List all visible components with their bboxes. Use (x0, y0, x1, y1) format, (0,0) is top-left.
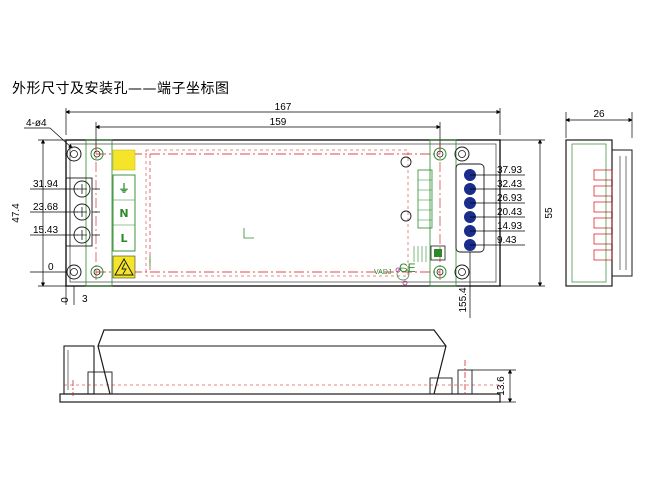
right-coord-4: 20.43 (497, 207, 522, 218)
mounting-hole-br (433, 264, 470, 280)
elevation-view: 13.6 (59, 329, 516, 403)
right-coord-3: 26.93 (497, 193, 522, 204)
origin-y-label: 0 (48, 262, 54, 273)
drawing-title: 外形尺寸及安装孔——端子坐标图 (12, 81, 230, 97)
top-view: ⏚ N L (65, 139, 501, 287)
top-dimensions: 167 159 4-ø4 (24, 102, 501, 150)
height-label: 55 (544, 207, 555, 219)
offset-3-label: 3 (82, 294, 88, 305)
input-terminal-block: ⏚ N L (112, 174, 136, 252)
left-dimensions: 47.4 31.94 23.68 15.43 0 0 3 (11, 139, 88, 305)
output-connector (417, 163, 485, 253)
right-coord-5: 14.93 (497, 221, 522, 232)
warning-label (112, 255, 136, 279)
side-height-label: 13.6 (496, 376, 507, 396)
ground-icon: ⏚ (119, 182, 130, 195)
x-offset-label: 155.4 (458, 287, 469, 312)
mounting-hole-bl (66, 264, 104, 280)
hole-size-label: 4-ø4 (26, 118, 47, 129)
left-height-label: 47.4 (11, 203, 22, 223)
hole-spacing-label: 159 (270, 117, 287, 128)
right-coord-1: 37.93 (497, 165, 522, 176)
origin-x-label: 0 (60, 297, 71, 303)
left-coord-3: 15.43 (33, 225, 58, 236)
board-hole-top (400, 156, 412, 168)
overall-length-label: 167 (275, 102, 292, 113)
right-coordinates: 37.93 32.43 26.93 20.43 14.93 9.43 55 15… (458, 139, 555, 318)
width-label: 26 (593, 109, 605, 120)
mounting-hole-tl-inner (90, 147, 104, 161)
ce-mark: CE (399, 261, 416, 275)
mounting-hole-tr (433, 146, 470, 162)
left-coord-2: 23.68 (33, 202, 58, 213)
left-coord-1: 31.94 (33, 179, 58, 190)
potentiometer (430, 245, 446, 261)
yellow-label (112, 149, 136, 171)
right-coord-2: 32.43 (497, 179, 522, 190)
board-hole-mid (400, 210, 412, 222)
neutral-label: N (119, 207, 128, 220)
line-label: L (120, 232, 127, 245)
right-coord-6: 9.43 (497, 235, 517, 246)
vadj-label: VADJ (374, 269, 391, 276)
mounting-hole-tl (66, 146, 82, 162)
side-view: 26 (565, 109, 633, 287)
